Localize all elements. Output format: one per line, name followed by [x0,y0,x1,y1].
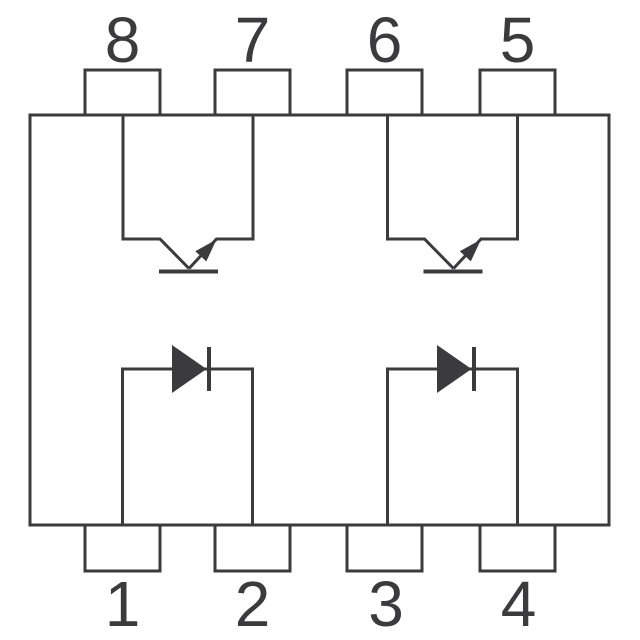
pin-5-label: 5 [500,4,536,76]
emitter-arrow-icon-ch1 [195,239,217,262]
emitter-lead-ch2 [452,115,519,270]
pin-8-label: 8 [105,4,141,76]
bottom-pin-boxes [83,523,557,573]
pin-1-label: 1 [105,568,141,640]
package-outline [28,113,611,527]
pin-2-label: 2 [235,568,271,640]
pin-3-box [345,523,424,573]
bottom-pin-labels: 1 2 3 4 [105,568,537,640]
phototransistor-symbol-channel-1 [121,115,255,274]
led-anode-triangle-ch1 [172,345,207,393]
pin-8-box [83,68,162,117]
pin-1-box [83,523,162,573]
pin-7-box [213,68,292,117]
pin-5-box [478,68,557,117]
pin-4-label: 4 [501,568,537,640]
led-diode-symbol-channel-2 [386,345,519,525]
led-leads-ch2 [386,367,519,525]
phototransistor-symbol-channel-2 [386,115,519,274]
pin-6-label: 6 [367,4,403,76]
pin-4-box [478,523,557,573]
collector-lead-ch1 [121,115,191,270]
top-pin-labels: 8 7 6 5 [105,4,536,76]
pin-7-label: 7 [235,4,271,76]
led-anode-triangle-ch2 [437,345,472,393]
led-diode-symbol-channel-1 [121,345,254,525]
pin-2-box [213,523,292,573]
pin-3-label: 3 [368,568,404,640]
led-leads-ch1 [121,367,254,525]
collector-lead-ch2 [386,115,455,270]
pin-6-box [345,68,424,117]
top-pin-boxes [83,68,557,117]
emitter-arrow-icon-ch2 [459,239,481,262]
emitter-lead-ch1 [187,115,255,270]
